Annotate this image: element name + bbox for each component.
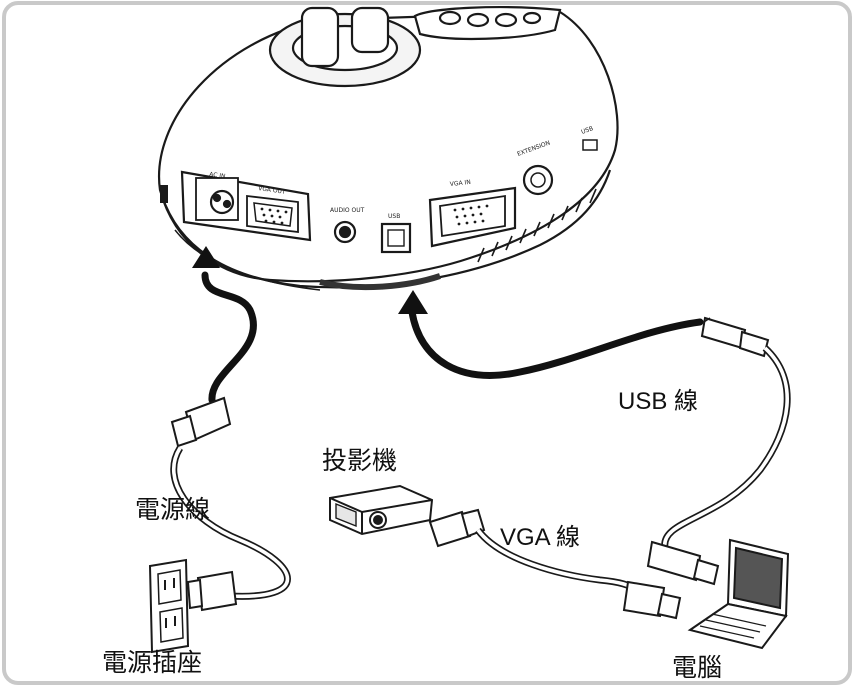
laptop bbox=[687, 538, 790, 650]
label-usb: USB bbox=[388, 213, 400, 220]
wall-outlet bbox=[148, 558, 190, 654]
power-arrow bbox=[201, 271, 257, 404]
label-audio-out: AUDIO OUT bbox=[330, 207, 365, 214]
usb-arrow-head bbox=[398, 290, 428, 314]
power-outlet-label: 電源插座 bbox=[102, 648, 203, 677]
vga-cable bbox=[428, 508, 682, 620]
label-usb-top: USB bbox=[580, 125, 594, 136]
document-camera bbox=[157, 6, 619, 291]
label-vga-out: VGA OUT bbox=[258, 185, 287, 196]
label-ac-in: AC IN bbox=[209, 171, 226, 180]
usb-cable-label: USB 線 bbox=[618, 388, 699, 415]
power-cord bbox=[170, 396, 291, 612]
usb-cable bbox=[646, 316, 791, 586]
computer-label: 電腦 bbox=[672, 653, 723, 682]
label-vga-in: VGA IN bbox=[449, 179, 471, 188]
power-arrow-head bbox=[192, 246, 220, 268]
projector bbox=[329, 484, 434, 536]
vga-cable-label: VGA 線 bbox=[500, 524, 581, 551]
projector-label: 投影機 bbox=[322, 446, 398, 475]
power-cord-label: 電源線 bbox=[135, 495, 211, 524]
usb-arrow bbox=[408, 308, 704, 379]
